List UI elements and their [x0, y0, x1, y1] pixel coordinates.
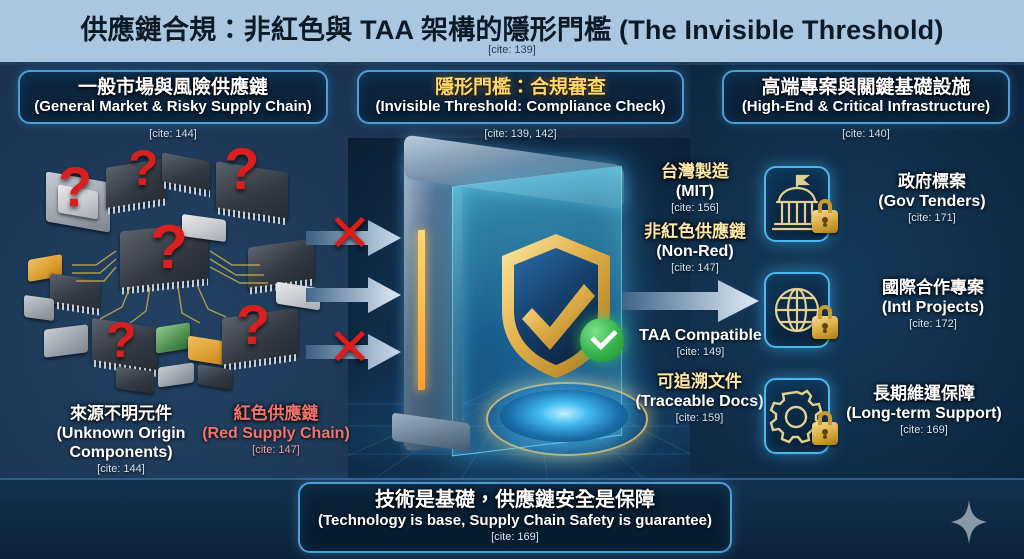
criterion-cite: [cite: 147]	[671, 261, 719, 274]
outcome-zh: 國際合作專案	[882, 278, 984, 297]
criterion-cite: [cite: 149]	[676, 346, 725, 359]
outcome-en: (Intl Projects)	[881, 298, 985, 316]
criterion-zh: 非紅色供應鏈	[644, 222, 746, 241]
flow-arrow-passing	[306, 277, 401, 313]
scanner-gold-strip	[418, 229, 425, 391]
banner-zh: 技術是基礎，供應鏈安全是保障	[375, 489, 655, 511]
globe-icon	[774, 287, 820, 333]
outcome-arrow	[622, 280, 759, 322]
padlock-icon	[812, 305, 838, 339]
pcb-traces	[72, 250, 268, 324]
outcome-cite: [cite: 172]	[909, 317, 957, 330]
outcome-zh: 政府標案	[898, 172, 966, 191]
caption-zh: 來源不明元件	[70, 404, 172, 423]
criterion-zh: 台灣製造	[661, 162, 729, 181]
padlock-icon	[812, 411, 838, 445]
panel-header-left: 一般市場與風險供應鏈 (General Market & Risky Suppl…	[18, 70, 328, 124]
criterion-mit: 台灣製造 (MIT) [cite: 156]	[620, 162, 770, 215]
outcome-label-intl: 國際合作專案 (Intl Projects) [cite: 172]	[846, 278, 1020, 332]
criterion-en: (Non-Red)	[656, 242, 734, 260]
caption-zh: 紅色供應鏈	[233, 404, 319, 423]
caption-cite: [cite: 147]	[252, 444, 300, 457]
outcome-zh: 長期維運保障	[873, 384, 975, 403]
unknown-components-illustration: ? ? ? ? ? ?	[10, 141, 335, 410]
flow-arrow-blocked-top	[306, 220, 401, 256]
panel-header-right-zh: 高端專案與關鍵基礎設施	[761, 77, 971, 98]
scanner-pad	[500, 390, 628, 442]
background-right-panel	[690, 62, 1024, 559]
caption-en: (Red Supply Chain)	[202, 425, 350, 443]
title-bar: 供應鏈合規：非紅色與 TAA 架構的隱形門檻 (The Invisible Th…	[0, 0, 1024, 65]
criterion-traceable-docs: 可追溯文件 (Traceable Docs) [cite: 159]	[612, 372, 787, 425]
caption-unknown-origin: 來源不明元件 (Unknown Origin Components) [cite…	[40, 404, 202, 478]
red-x-icon: ✕	[328, 319, 372, 377]
sparkle-icon	[951, 500, 987, 544]
flow-arrow-blocked-bottom	[306, 334, 401, 370]
page-title: 供應鏈合規：非紅色與 TAA 架構的隱形門檻 (The Invisible Th…	[80, 15, 944, 45]
panel-header-left-en: (General Market & Risky Supply Chain)	[34, 98, 312, 116]
criterion-en: (MIT)	[675, 182, 715, 200]
criterion-taa: TAA Compatible [cite: 149]	[618, 326, 783, 359]
government-building-icon	[771, 174, 823, 231]
outcome-en: (Gov Tenders)	[878, 192, 986, 210]
criterion-en: (Traceable Docs)	[635, 392, 764, 410]
panel-header-right-cite: [cite: 140]	[842, 128, 890, 140]
panel-header-center-cite: [cite: 139, 142]	[484, 128, 557, 140]
gold-shield-check-icon	[502, 234, 610, 378]
padlock-icon	[812, 199, 838, 233]
banner-en: (Technology is base, Supply Chain Safety…	[318, 512, 712, 529]
question-mark-icon: ?	[58, 155, 93, 218]
criterion-zh: 可追溯文件	[657, 372, 742, 391]
outcome-en: (Long-term Support)	[846, 404, 1002, 422]
panel-header-right: 高端專案與關鍵基礎設施 (High-End & Critical Infrast…	[722, 70, 1010, 124]
panel-header-center: 隱形門檻：合規審查 (Invisible Threshold: Complian…	[357, 70, 684, 124]
caption-cite: [cite: 144]	[97, 463, 145, 476]
red-x-icon: ✕	[328, 205, 372, 263]
page-title-cite: [cite: 139]	[488, 44, 536, 56]
banner-cite: [cite: 169]	[491, 531, 539, 543]
outcome-label-gov: 政府標案 (Gov Tenders) [cite: 171]	[848, 172, 1016, 226]
question-mark-icon: ?	[128, 140, 159, 196]
panel-header-right-en: (High-End & Critical Infrastructure)	[741, 98, 991, 116]
caption-en: (Unknown Origin Components)	[56, 425, 186, 462]
criterion-en: TAA Compatible	[639, 327, 762, 344]
question-mark-icon: ?	[236, 293, 271, 356]
green-check-badge-icon	[580, 318, 624, 362]
panel-header-left-cite: [cite: 144]	[149, 128, 197, 140]
outcome-cite: [cite: 171]	[908, 211, 956, 224]
question-mark-icon: ?	[224, 137, 260, 202]
panel-header-center-en: (Invisible Threshold: Compliance Check)	[375, 98, 666, 116]
criterion-cite: [cite: 156]	[671, 201, 719, 214]
bottom-banner: 技術是基礎，供應鏈安全是保障 (Technology is base, Supp…	[298, 482, 732, 553]
criterion-non-red: 非紅色供應鏈 (Non-Red) [cite: 147]	[615, 222, 775, 275]
outcome-label-support: 長期維運保障 (Long-term Support) [cite: 169]	[828, 384, 1020, 438]
scanner-pad-ring	[486, 382, 648, 456]
question-mark-icon: ?	[106, 312, 137, 368]
question-mark-icon: ?	[150, 213, 188, 282]
criterion-cite: [cite: 159]	[675, 411, 724, 424]
gear-icon	[769, 389, 823, 444]
panel-header-left-zh: 一般市場與風險供應鏈	[77, 77, 268, 98]
panel-header-center-zh: 隱形門檻：合規審查	[434, 77, 606, 98]
caption-red-supply-chain: 紅色供應鏈 (Red Supply Chain) [cite: 147]	[196, 404, 356, 459]
outcome-cite: [cite: 169]	[900, 423, 948, 436]
